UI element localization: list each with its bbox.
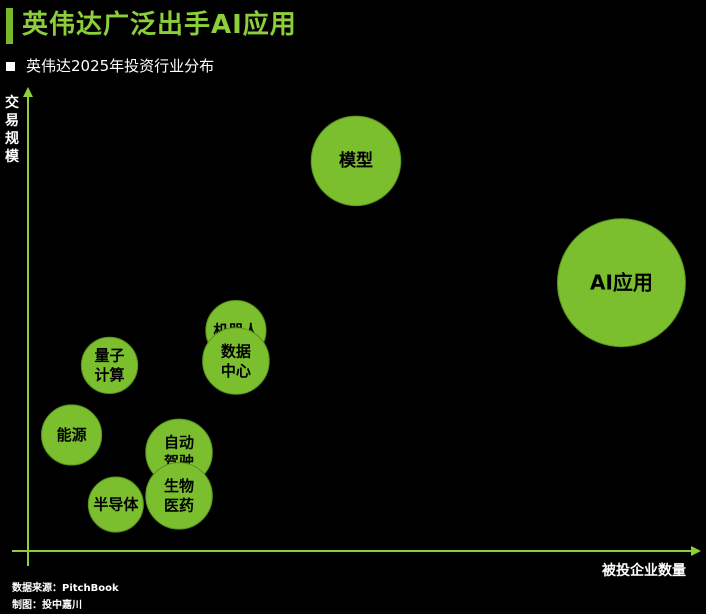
bubble-circle (80, 336, 139, 395)
bubble-label: 生物 (164, 477, 194, 495)
bubble-circle (202, 327, 270, 395)
chart-subtitle: 英伟达2025年投资行业分布 (26, 57, 215, 75)
bubble-label: 能源 (57, 426, 87, 444)
x-axis-label: 被投企业数量 (602, 563, 686, 579)
title-accent-bar (6, 8, 13, 44)
page-title: 英伟达广泛出手AI应用 (22, 10, 297, 40)
bubble-label: 数据 (221, 342, 251, 360)
bubble-circle (310, 115, 402, 207)
bubble-8: 半导体 (87, 476, 144, 533)
bubble-label: 模型 (339, 150, 373, 171)
bubble-label: 计算 (95, 366, 125, 384)
bubble-circle (145, 462, 213, 530)
bubble-0: 模型 (310, 115, 402, 207)
bubbles-layer: 模型AI应用机器人数据中心量子计算能源自动驾驶生物医药半导体 (41, 115, 686, 533)
bubble-label: 医药 (164, 497, 194, 515)
bubble-circle (41, 404, 103, 466)
bubble-circle (87, 476, 144, 533)
data-source-note: 数据来源：PitchBook (12, 583, 119, 594)
bubble-label: AI应用 (590, 271, 653, 295)
bubble-label: 半导体 (93, 496, 139, 514)
bubble-1: AI应用 (556, 218, 686, 348)
bubble-label: 自动 (164, 434, 194, 452)
y-axis-label: 交易规模 (5, 95, 19, 165)
bubble-label: 量子 (95, 347, 125, 365)
bubble-circle (556, 218, 686, 348)
subtitle-bullet-icon (6, 62, 15, 71)
bubble-5: 能源 (41, 404, 103, 466)
bubble-label: 中心 (221, 362, 251, 380)
chart-credit-note: 制图：投中嘉川 (12, 600, 82, 611)
